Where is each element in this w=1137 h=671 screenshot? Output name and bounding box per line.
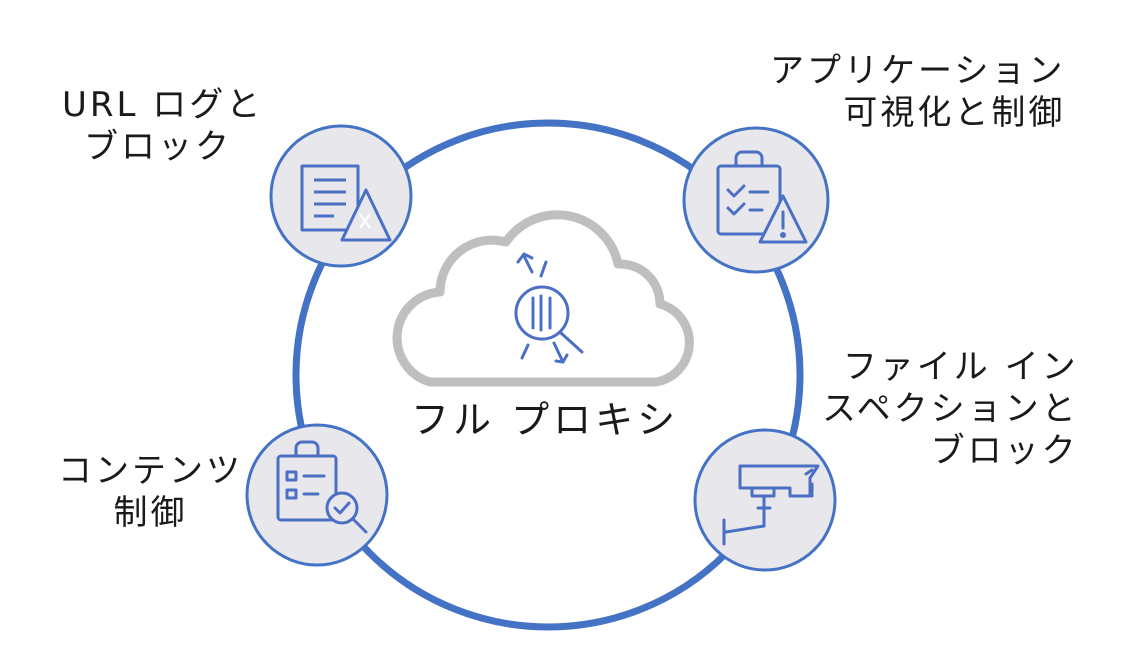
content-control-label-line1: コンテンツ [58,451,243,491]
node-url-log [269,124,413,268]
node-content-control [245,423,389,567]
url-log-label-line2: ブロック [84,127,232,167]
app-visibility-label: アプリケーション 可視化と制御 [770,50,1065,134]
node-app-visibility [682,126,830,274]
proxy-inspection-icon [514,252,584,364]
content-control-label: コンテンツ 制御 [58,450,243,534]
security-camera-icon [722,464,820,546]
file-inspection-label-line3: ブロック [930,431,1079,471]
document-warning-icon [300,164,392,242]
checklist-search-icon [276,440,368,534]
content-control-label-line2: 制御 [113,493,188,533]
checklist-warning-icon [716,150,808,244]
file-inspection-label: ファイル イン スペクションと ブロック [822,346,1079,472]
outer-ring [292,119,804,631]
center-title: フル プロキシ [411,398,680,442]
app-visibility-label-line2: 可視化と制御 [843,93,1066,133]
file-inspection-label-line1: ファイル イン [842,347,1079,387]
app-visibility-label-line1: アプリケーション [770,51,1066,91]
url-log-label-line1: URL ログと [62,85,264,125]
file-inspection-label-line2: スペクションと [822,389,1079,429]
node-file-inspection [693,428,837,572]
cloud-icon [392,210,694,387]
url-log-label: URL ログと ブロック [62,84,263,168]
